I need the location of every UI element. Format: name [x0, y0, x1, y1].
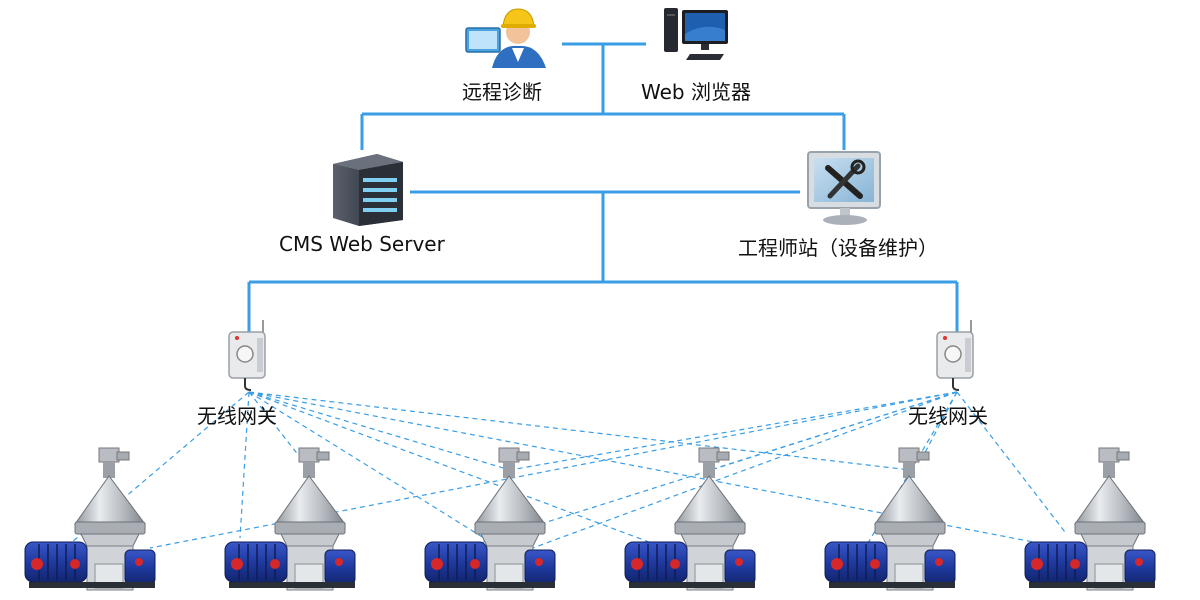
wireless-link — [248, 391, 911, 471]
centrifugal-separator — [424, 447, 556, 591]
network-lines — [247, 42, 959, 335]
centrifugal-separator — [1024, 447, 1156, 591]
desktop-pc-icon — [664, 8, 728, 60]
centrifugal-separator — [824, 447, 956, 591]
engineering-monitor-icon — [807, 151, 881, 225]
centrifugal-separator — [24, 447, 156, 591]
gateway-left-icon — [228, 320, 266, 391]
cms-server-label: CMS Web Server — [279, 232, 445, 256]
wireless-link — [919, 391, 958, 463]
wireless-link — [239, 391, 250, 539]
engineer-station-label: 工程师站（设备维护） — [738, 236, 938, 260]
wireless-link — [956, 391, 1066, 533]
wireless-link — [248, 391, 666, 549]
wireless-link — [499, 391, 958, 561]
wireless-link — [709, 391, 958, 471]
wireless-link — [248, 391, 511, 471]
wireless-link — [248, 391, 1066, 549]
gateway-right-icon — [936, 320, 974, 391]
separator-row — [24, 447, 1156, 591]
engineer-icon — [465, 8, 546, 68]
wireless-link — [509, 391, 958, 471]
gateway-left-label: 无线网关 — [197, 404, 277, 428]
centrifugal-separator — [224, 447, 356, 591]
centrifugal-separator — [624, 447, 756, 591]
web-browser-label: Web 浏览器 — [641, 80, 751, 104]
gateway-right-label: 无线网关 — [908, 404, 988, 428]
server-icon — [333, 154, 403, 226]
wireless-link — [248, 391, 501, 549]
remote-diagnosis-label: 远程诊断 — [462, 80, 542, 104]
